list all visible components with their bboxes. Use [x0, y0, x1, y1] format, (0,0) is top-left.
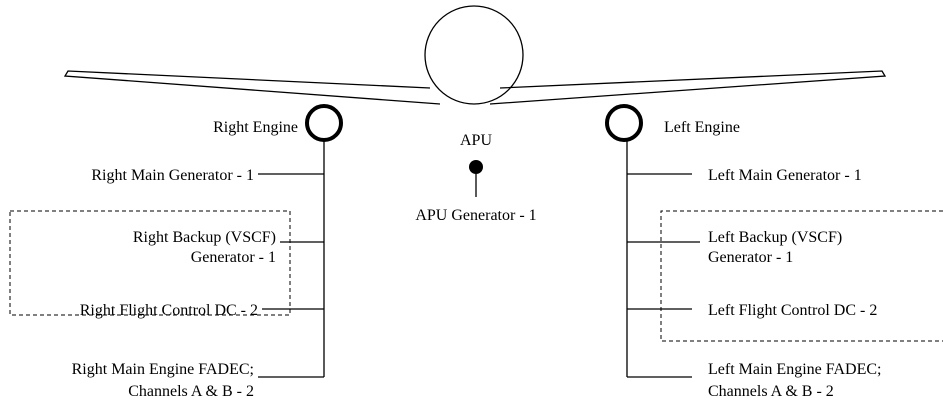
apu-group: APU APU Generator - 1: [415, 132, 536, 224]
left-main-generator-label: Left Main Generator - 1: [708, 167, 862, 184]
apu-generator-label: APU Generator - 1: [415, 207, 536, 224]
apu-icon: [469, 160, 483, 174]
left-engine-label: Left Engine: [664, 119, 740, 136]
aircraft-outline: [63, 5, 887, 105]
left-engine-group: Left Engine Left Main Generator - 1 Left…: [605, 104, 943, 400]
right-flight-control-label: Right Flight Control DC - 2: [80, 302, 258, 319]
right-main-generator-label: Right Main Generator - 1: [91, 167, 254, 184]
right-fadec-label-line1: Right Main Engine FADEC;: [72, 361, 254, 378]
right-backup-group-box: [9, 210, 291, 316]
left-fadec-label-line2: Channels A & B - 2: [708, 383, 834, 400]
apu-label: APU: [460, 132, 492, 149]
right-backup-generator-label-line1: Right Backup (VSCF): [133, 229, 276, 246]
right-engine-group: Right Engine Right Main Generator - 1 Ri…: [9, 104, 343, 400]
left-backup-generator-label-line2: Generator - 1: [708, 249, 793, 266]
left-backup-generator-label-line1: Left Backup (VSCF): [708, 229, 842, 246]
right-engine-icon: [305, 104, 343, 142]
left-engine-icon: [605, 104, 643, 142]
right-wing: [63, 70, 441, 105]
right-backup-generator-label-line2: Generator - 1: [191, 249, 276, 266]
right-fadec-label-line2: Channels A & B - 2: [128, 383, 254, 400]
right-engine-label: Right Engine: [213, 119, 298, 136]
left-wing: [489, 70, 887, 105]
left-backup-group-box: [660, 210, 943, 342]
left-fadec-label-line1: Left Main Engine FADEC;: [708, 361, 881, 378]
fuselage-circle: [424, 5, 524, 105]
left-flight-control-label: Left Flight Control DC - 2: [708, 302, 877, 319]
